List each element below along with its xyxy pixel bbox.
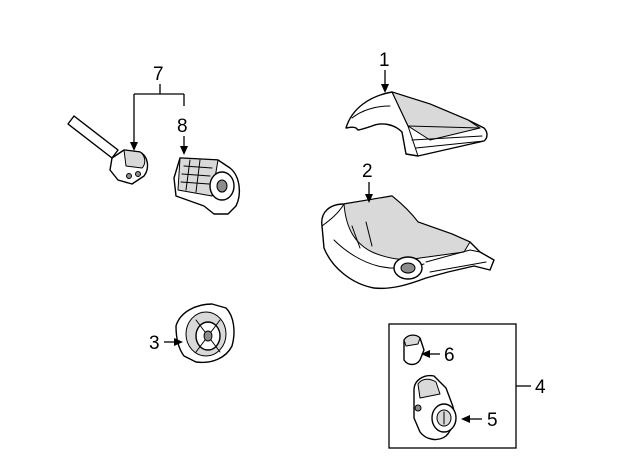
- callout-7-leader: [130, 84, 185, 151]
- part-8-ignition-housing: [173, 157, 241, 215]
- callout-2-leader: [365, 182, 373, 203]
- callout-7-label: 7: [153, 64, 164, 85]
- part-2-lower-cover: [321, 195, 495, 290]
- callout-8-leader: [180, 136, 188, 155]
- callout-6-label: 6: [444, 345, 455, 366]
- part-7-switch-lever: [67, 115, 149, 185]
- callout-5-leader: [461, 415, 482, 423]
- callout-1-leader: [381, 70, 389, 93]
- part-1-upper-cover: [345, 91, 488, 157]
- callout-2-label: 2: [362, 161, 373, 182]
- callout-3-label: 3: [149, 333, 160, 354]
- callout-4-label: 4: [535, 377, 546, 398]
- part-3-lock-housing: [175, 303, 235, 364]
- part-5-lock-cylinder: [413, 374, 457, 441]
- callout-1-label: 1: [379, 50, 390, 71]
- callout-5-label: 5: [487, 410, 498, 431]
- callout-3-leader: [164, 338, 183, 346]
- callout-6-leader: [421, 350, 440, 358]
- callout-8-label: 8: [177, 116, 188, 137]
- part-6-connector: [403, 334, 425, 366]
